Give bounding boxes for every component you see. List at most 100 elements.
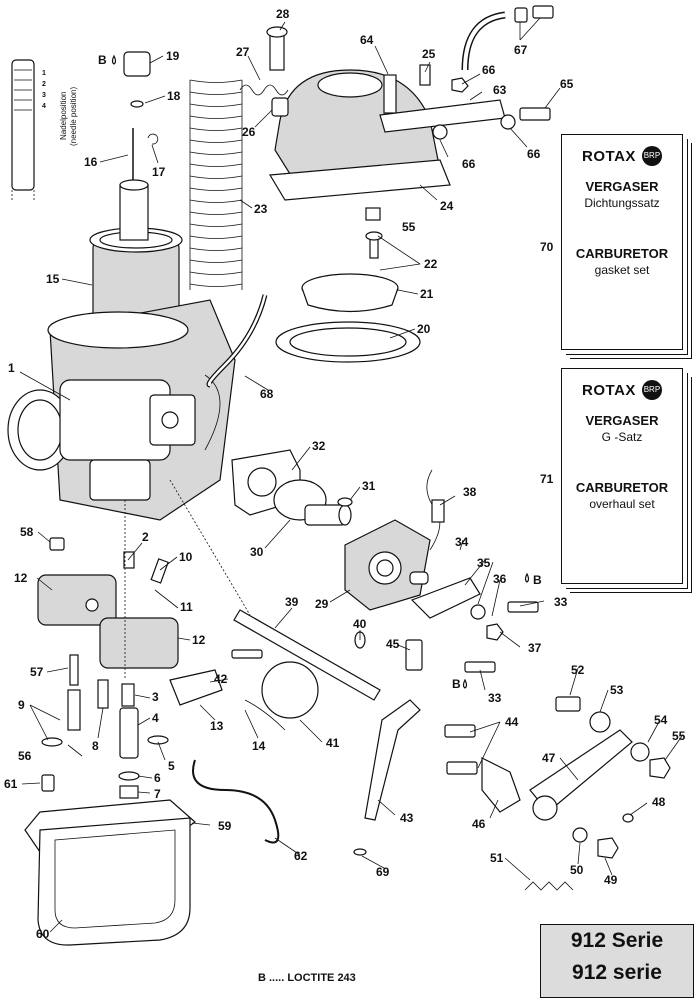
loctite-mark-19: B [98, 53, 107, 67]
loctite-legend-note: B ..... LOCTITE 243 [258, 972, 356, 984]
callout-55a: 55 [672, 729, 686, 743]
callout-52: 52 [571, 663, 585, 677]
kit-de-title: VERGASER [585, 413, 659, 428]
callout-59: 59 [218, 819, 232, 833]
kit-en-title: CARBURETOR [575, 246, 669, 261]
callout-48: 48 [652, 795, 666, 809]
kit-de-title: VERGASER [585, 179, 659, 194]
kit-de-sub: Dichtungssatz [584, 196, 660, 210]
callout-12a: 12 [14, 571, 28, 585]
callout-5: 5 [168, 759, 175, 773]
callout-41: 41 [326, 736, 340, 750]
callout-55b: 55 [402, 220, 416, 234]
needle-pos-1: 1 [42, 70, 46, 77]
callout-29: 29 [315, 597, 329, 611]
callout-68: 68 [260, 387, 274, 401]
callout-49: 49 [604, 873, 618, 887]
callout-44: 44 [505, 715, 519, 729]
callout-66b: 66 [462, 157, 476, 171]
series-label-en: 912 serie [572, 961, 662, 984]
callout-19: 19 [166, 49, 180, 63]
callout-67: 67 [514, 43, 528, 57]
callout-1: 1 [8, 361, 15, 375]
callout-33b: 33 [488, 691, 502, 705]
callout-51: 51 [490, 851, 504, 865]
callout-20: 20 [417, 322, 431, 336]
starter-housing [344, 469, 539, 641]
leader-lines [19, 17, 683, 933]
callout-66c: 66 [527, 147, 541, 161]
needle-pos-4: 4 [42, 103, 46, 110]
callout-15: 15 [46, 272, 60, 286]
loctite-drop-icon [462, 678, 468, 689]
callout-45: 45 [386, 637, 400, 651]
loctite-mark-33a: B [533, 573, 542, 587]
callout-33a: 33 [554, 595, 568, 609]
brp-emblem-icon: BRP [641, 146, 662, 166]
callout-60: 60 [36, 927, 50, 941]
callout-4: 4 [152, 711, 159, 725]
callout-8: 8 [92, 739, 99, 753]
callout-10: 10 [179, 550, 193, 564]
diaphragm-assembly [275, 207, 421, 363]
callout-58: 58 [20, 525, 34, 539]
callout-18: 18 [167, 89, 181, 103]
needle-position-subtitle: (needle position) [69, 87, 78, 146]
callout-21: 21 [420, 287, 434, 301]
callout-63: 63 [493, 83, 507, 97]
callout-25: 25 [422, 47, 436, 61]
kit-en-sub: gasket set [594, 263, 650, 277]
kit-71-number: 71 [540, 472, 554, 486]
callout-64: 64 [360, 33, 374, 47]
rotax-logo: ROTAX [582, 381, 636, 399]
loctite-marks: B B B [98, 53, 542, 691]
series-label-de: 912 Serie [570, 929, 664, 952]
needle-position-title: Nadelposition [59, 92, 68, 140]
kit-brand-row: ROTAX BRP [562, 135, 682, 169]
callout-31: 31 [362, 479, 376, 493]
callout-57: 57 [30, 665, 44, 679]
callout-labels: 1 2 3 4 5 6 7 8 9 10 11 12 12 13 14 15 1… [4, 7, 686, 941]
kit-de-sub: G -Satz [601, 430, 643, 444]
callout-54: 54 [654, 713, 668, 727]
callout-9: 9 [18, 698, 25, 712]
callout-35: 35 [477, 556, 491, 570]
callout-50: 50 [570, 863, 584, 877]
callout-17: 17 [152, 165, 166, 179]
throttle-shaft [169, 609, 381, 731]
callout-38: 38 [463, 485, 477, 499]
carburetor-body [7, 294, 268, 521]
callout-28: 28 [276, 7, 290, 21]
callout-36: 36 [493, 572, 507, 586]
callout-14: 14 [252, 739, 266, 753]
callout-40: 40 [353, 617, 367, 631]
callout-62: 62 [294, 849, 308, 863]
kit-card-gasket-set: ROTAX BRP VERGASER Dichtungssatz CARBURE… [561, 134, 683, 350]
throttle-lever [524, 696, 671, 891]
callout-30: 30 [250, 545, 264, 559]
callout-3: 3 [152, 690, 159, 704]
callout-12b: 12 [192, 633, 206, 647]
lever-assembly [353, 639, 521, 856]
callout-27: 27 [236, 45, 250, 59]
callout-11: 11 [180, 600, 193, 614]
callout-43: 43 [400, 811, 414, 825]
kit-70-number: 70 [540, 240, 554, 254]
callout-61: 61 [4, 777, 18, 791]
kit-card-overhaul-set: ROTAX BRP VERGASER G -Satz CARBURETOR ov… [561, 368, 683, 584]
callout-13: 13 [210, 719, 224, 733]
brp-emblem-icon: BRP [641, 380, 662, 400]
callout-42: 42 [214, 672, 228, 686]
callout-69: 69 [376, 865, 390, 879]
needle-pos-2: 2 [42, 81, 46, 88]
loctite-drop-icon [524, 572, 530, 583]
callout-32: 32 [312, 439, 326, 453]
callout-47: 47 [542, 751, 556, 765]
callout-46: 46 [472, 817, 486, 831]
callout-37: 37 [528, 641, 542, 655]
kit-brand-row: ROTAX BRP [562, 369, 682, 403]
callout-53: 53 [610, 683, 624, 697]
callout-66a: 66 [482, 63, 496, 77]
needle-pos-3: 3 [42, 92, 46, 99]
